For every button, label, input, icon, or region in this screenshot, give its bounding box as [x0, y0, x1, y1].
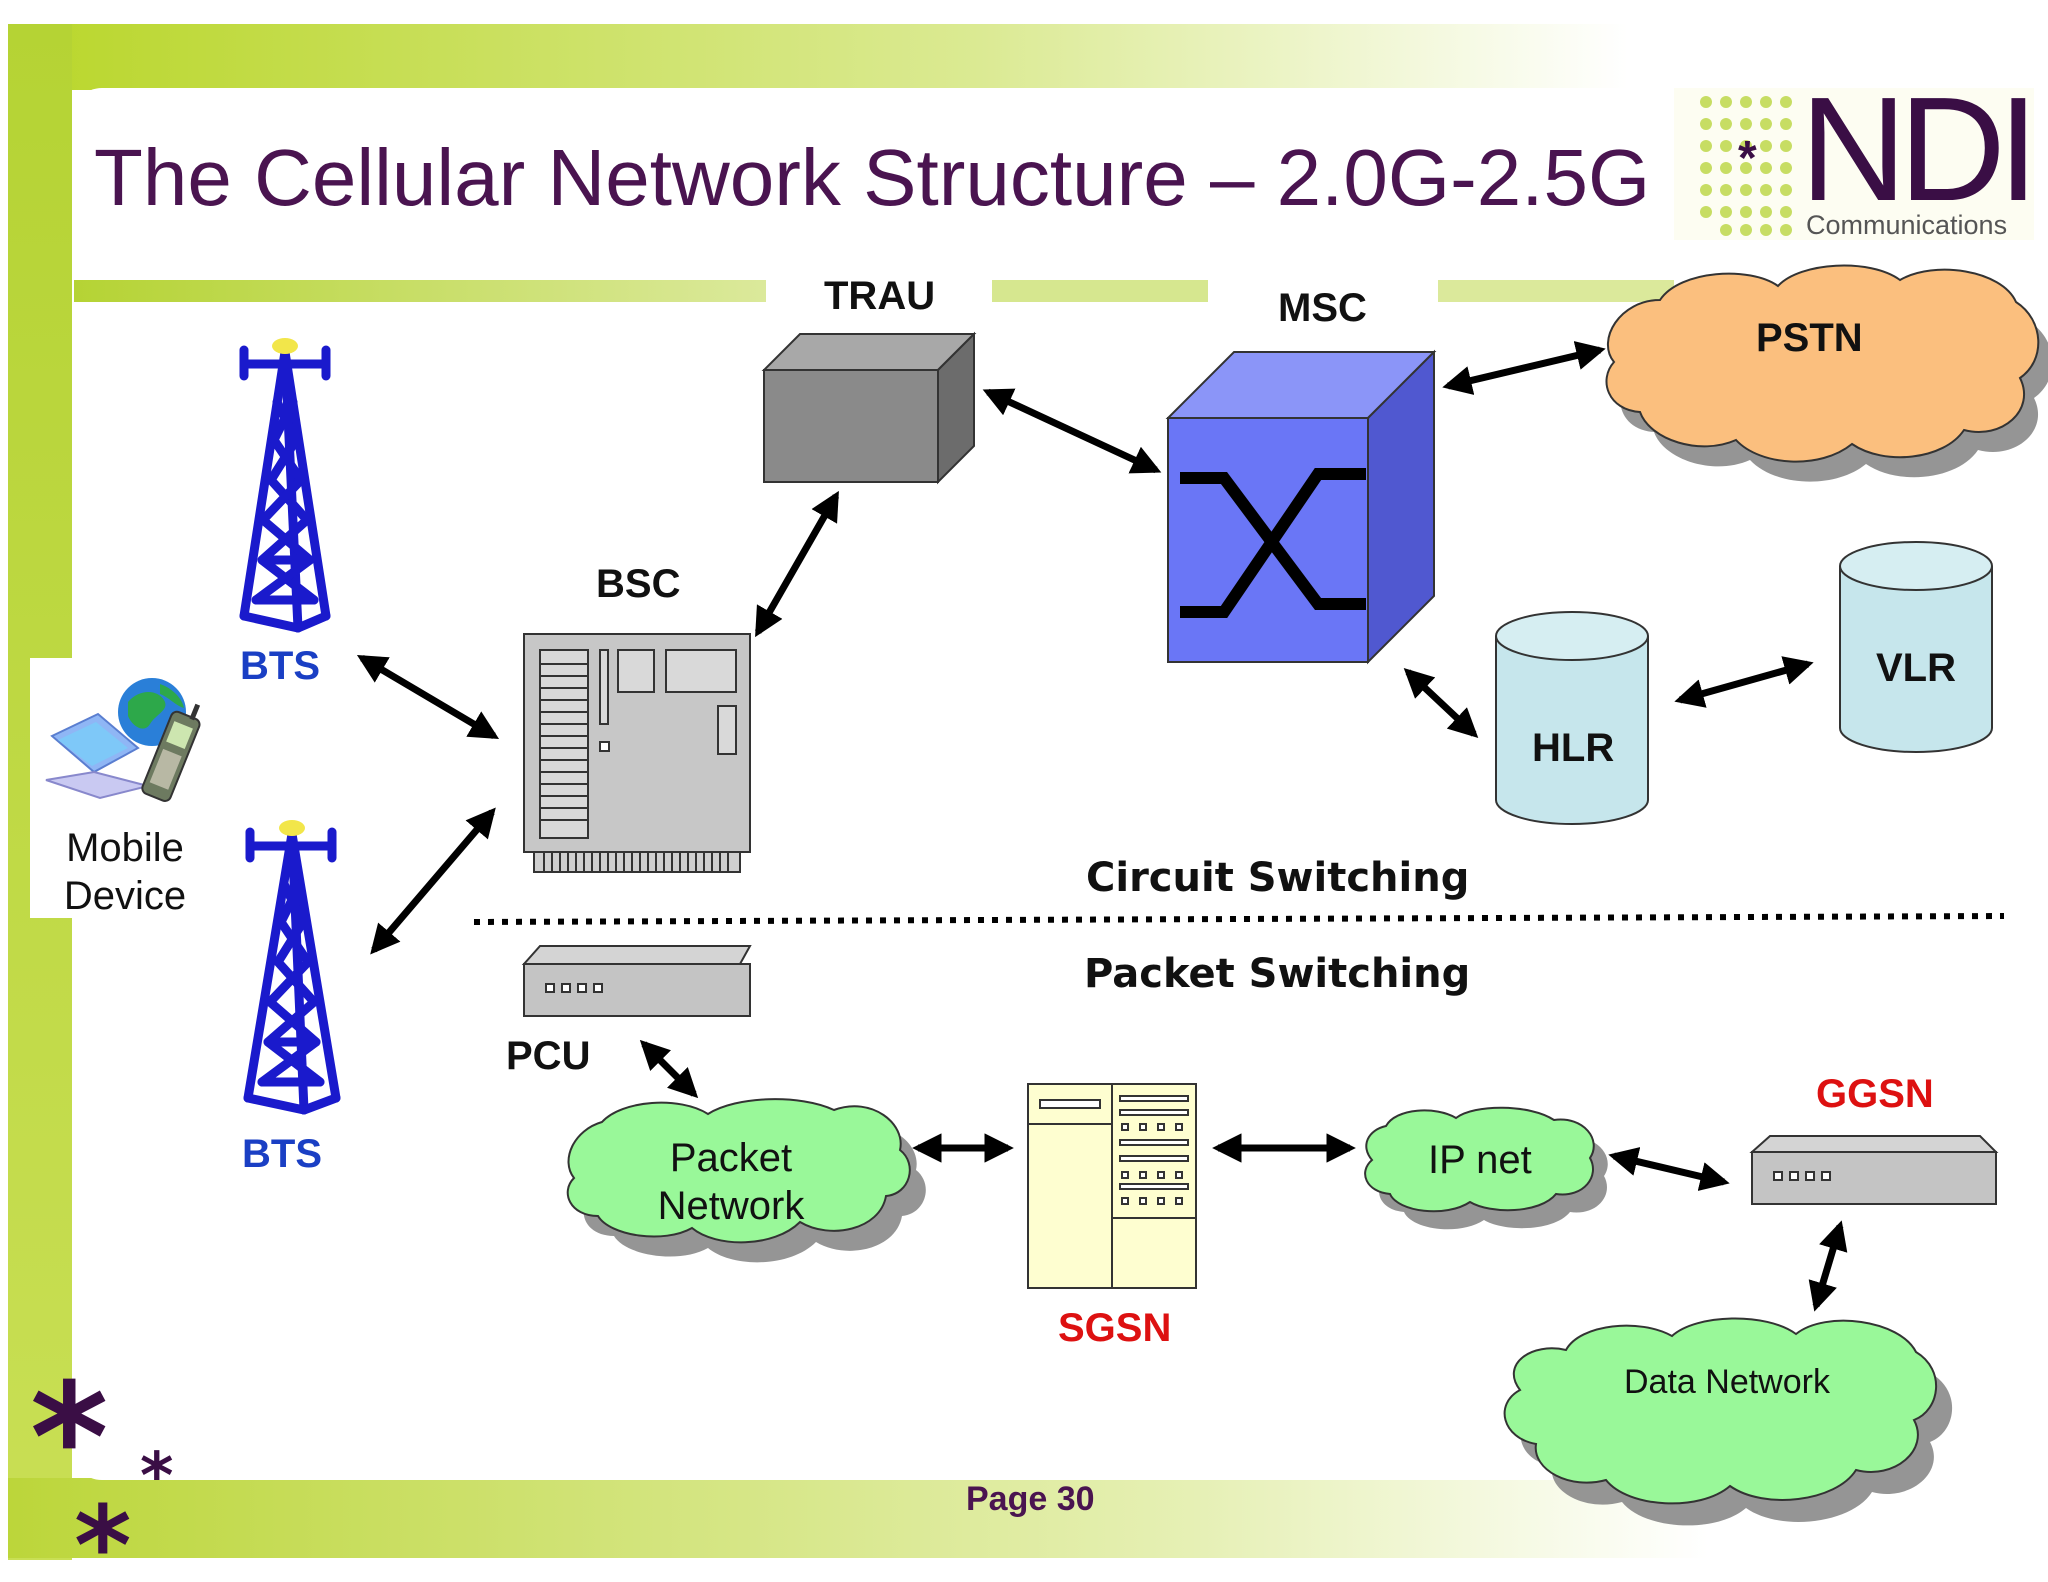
logo-star-small: *: [1738, 132, 1757, 185]
title-bar-right: [1438, 280, 1674, 302]
top-border: [8, 24, 1628, 90]
msc-cross-icon: [1180, 468, 1366, 618]
bts-tower-top: [239, 345, 331, 633]
trau-label: TRAU: [824, 274, 936, 318]
hlr-database: [1495, 611, 1649, 825]
ip-net-label: IP net: [1428, 1138, 1532, 1182]
packet-network-line1: Packet: [669, 1136, 793, 1180]
pstn-cloud: [1605, 264, 2048, 482]
page-title: The Cellular Network Structure – 2.0G-2.…: [94, 133, 1651, 222]
arrow-msc-pstn: [1442, 341, 1606, 395]
arrow-bts-top-bsc: [356, 654, 500, 740]
logo-subtitle: Communications: [1806, 210, 2008, 240]
bts-bottom-label: BTS: [242, 1132, 322, 1176]
bts-top-beacon: [272, 338, 298, 354]
arrow-bts-bottom-bsc: [370, 807, 496, 955]
star-medium-icon: *: [74, 1482, 132, 1582]
connections: [356, 341, 1848, 1312]
msc-switch: [1165, 278, 1438, 665]
arrow-msc-hlr: [1403, 667, 1479, 739]
circuit-switching-label: Circuit Switching: [1086, 855, 1470, 901]
sgsn-label: SGSN: [1058, 1306, 1172, 1350]
ip-net-cloud: [1364, 1106, 1608, 1230]
arrow-bsc-trau: [754, 490, 840, 638]
circuit-packet-divider: [473, 913, 2005, 925]
arrow-pcu-packet-network: [639, 1039, 699, 1099]
star-large-icon: *: [30, 1352, 108, 1526]
arrow-ggsn-data-network: [1808, 1220, 1848, 1312]
logo-wordmark: NDI: [1800, 67, 2031, 232]
title-bar-left: [74, 280, 766, 302]
sgsn-server: [1027, 1083, 1197, 1289]
msc-label: MSC: [1278, 286, 1367, 330]
mobile-device-icon: [45, 678, 201, 802]
decorative-stars: * * *: [30, 1352, 173, 1582]
bottom-border: [8, 1478, 1708, 1558]
packet-network-cloud: [566, 1098, 926, 1263]
vlr-database: [1839, 541, 1993, 753]
arrow-trau-msc: [982, 388, 1162, 474]
bts-tower-bottom: [243, 827, 341, 1115]
data-network-label: Data Network: [1624, 1363, 1830, 1401]
bts-top-label: BTS: [240, 644, 320, 688]
star-small-icon: *: [140, 1440, 173, 1514]
mobile-label-line2: Device: [63, 874, 187, 918]
bsc-rack: [523, 633, 751, 873]
arrow-ip-net-ggsn: [1608, 1147, 1730, 1191]
pcu-label: PCU: [506, 1034, 591, 1078]
hlr-label: HLR: [1532, 726, 1615, 770]
mobile-label-line1: Mobile: [66, 826, 184, 870]
mobile-device-label: Mobile Device: [60, 824, 190, 920]
ggsn-unit: [1749, 1135, 1999, 1205]
packet-switching-label: Packet Switching: [1084, 951, 1471, 997]
title-bar-mid: [992, 280, 1208, 302]
packet-network-line2: Network: [657, 1184, 805, 1228]
page-number: Page 30: [966, 1480, 1095, 1518]
logo-dot-grid: [1700, 96, 1792, 236]
pcu-unit: [521, 945, 752, 1017]
trau-box: [761, 331, 977, 485]
data-network-cloud: [1503, 1317, 1953, 1526]
arrow-hlr-vlr: [1674, 656, 1814, 708]
packet-network-label: Packet Network: [638, 1134, 824, 1230]
pstn-label: PSTN: [1756, 316, 1863, 360]
ndi-logo: * NDI: [1674, 67, 2039, 240]
bts-bottom-beacon: [279, 820, 305, 836]
vlr-label: VLR: [1876, 646, 1956, 690]
bsc-label: BSC: [596, 562, 681, 606]
ggsn-label: GGSN: [1816, 1072, 1934, 1116]
